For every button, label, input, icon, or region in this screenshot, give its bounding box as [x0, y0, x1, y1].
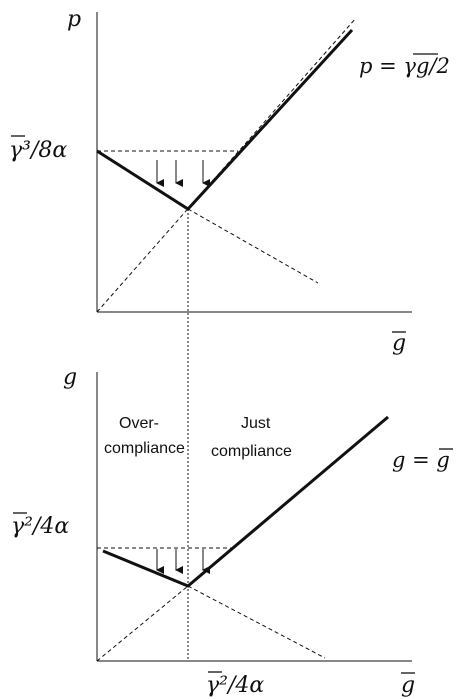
- top-y-axis-label: p: [67, 7, 81, 32]
- bottom-y-axis-label: g: [63, 365, 77, 390]
- bottom-diagonal-dashed: [96, 585, 189, 662]
- region-over-compliance-line1: Over-: [119, 415, 159, 432]
- top-falling-dashed: [187, 208, 319, 284]
- bottom-x-tick-label: γ²/4α: [206, 673, 264, 698]
- top-x-axis-label: g: [392, 331, 406, 356]
- top-intercept-label: γ³/8α: [9, 138, 67, 163]
- bottom-bold-curve: [102, 415, 389, 588]
- region-just-compliance-line2: compliance: [211, 443, 292, 460]
- bottom-curve-label: g = g: [392, 448, 450, 472]
- region-over-compliance-line2: compliance: [104, 440, 185, 457]
- bottom-intercept-label: γ²/4α: [11, 514, 69, 539]
- top-panel: p g γ³/8α p = γg/2: [9, 7, 450, 356]
- bottom-x-axis-label: g: [401, 673, 415, 698]
- bottom-falling-dashed: [187, 585, 326, 659]
- top-curve-label: p = γg/2: [359, 54, 450, 78]
- bottom-panel: Over- compliance Just compliance g g γ²/…: [11, 365, 453, 698]
- top-diagonal-dashed: [96, 17, 357, 313]
- top-bold-curve: [96, 28, 354, 211]
- region-just-compliance-line1: Just: [241, 415, 271, 432]
